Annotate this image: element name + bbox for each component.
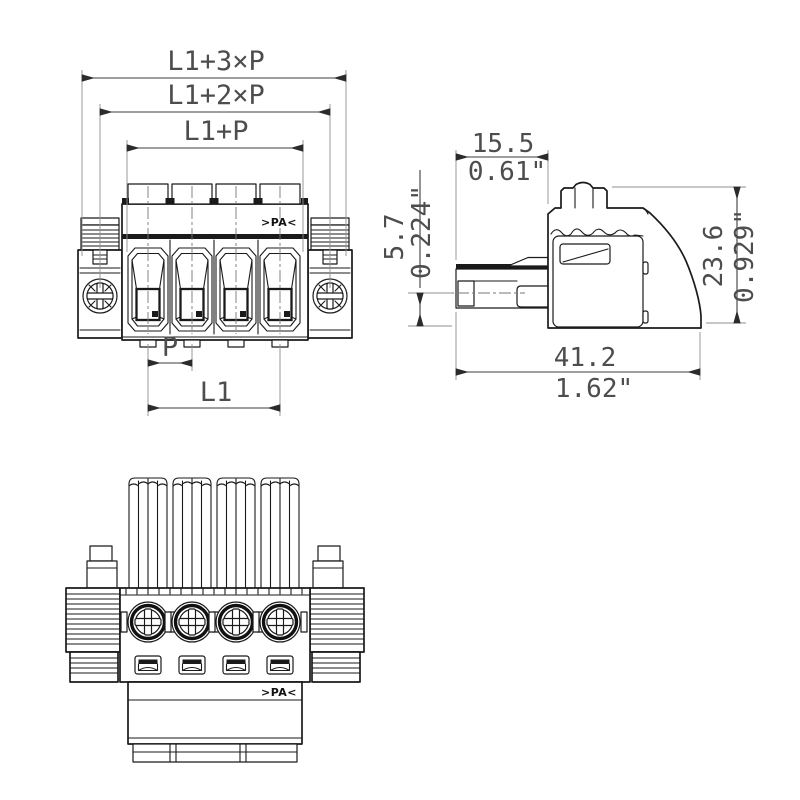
dim-label-height-mm: 23.6 (699, 225, 729, 288)
side-body (547, 181, 702, 329)
dim-label-pitch: P (162, 332, 178, 363)
dim-label-plug-in: 0.61" (468, 157, 546, 187)
dim-label-axis-mm: 5.7 (380, 214, 410, 261)
rear-skirt (127, 681, 303, 763)
dim-label-l1-p: L1+P (183, 116, 248, 147)
dim-label-l1-3p: L1+3×P (167, 46, 265, 77)
dim-label-plug-mm: 15.5 (472, 129, 535, 159)
rear-flange-left (65, 545, 121, 683)
front-view: >PA< L1+3×P L1+2×P L1+P P L1 (77, 46, 353, 416)
dim-label-length-mm: 41.2 (554, 343, 617, 373)
dim-label-height-in: 0.929" (730, 209, 760, 303)
side-latch-wedge (507, 256, 549, 267)
rear-conductors (128, 477, 300, 589)
pole-centerlines (147, 186, 281, 334)
rear-flange-right (309, 545, 365, 683)
side-plug (455, 256, 549, 309)
rear-view: >PA< (65, 477, 365, 763)
side-dim-plug-depth: 15.5 0.61" (455, 129, 549, 260)
front-dimensions-bottom: P L1 (147, 332, 281, 416)
side-dim-axis-height: 5.7 0.224" (380, 170, 452, 327)
side-view: 15.5 0.61" 5.7 0.224" 23.6 0.929" 41.2 1… (380, 129, 760, 404)
dim-label-l1-2p: L1+2×P (167, 80, 265, 111)
side-dim-total-length: 41.2 1.62" (455, 312, 701, 404)
front-wire-caps (122, 183, 308, 205)
pa-marking-rear: >PA< (261, 686, 297, 699)
side-dim-total-height: 23.6 0.929" (612, 186, 760, 324)
dim-label-length-in: 1.62" (555, 374, 633, 404)
pa-marking-front: >PA< (261, 216, 297, 229)
dim-label-axis-in: 0.224" (407, 185, 437, 279)
dim-label-span: L1 (200, 377, 233, 408)
front-dimensions-top: L1+3×P L1+2×P L1+P (81, 46, 347, 288)
